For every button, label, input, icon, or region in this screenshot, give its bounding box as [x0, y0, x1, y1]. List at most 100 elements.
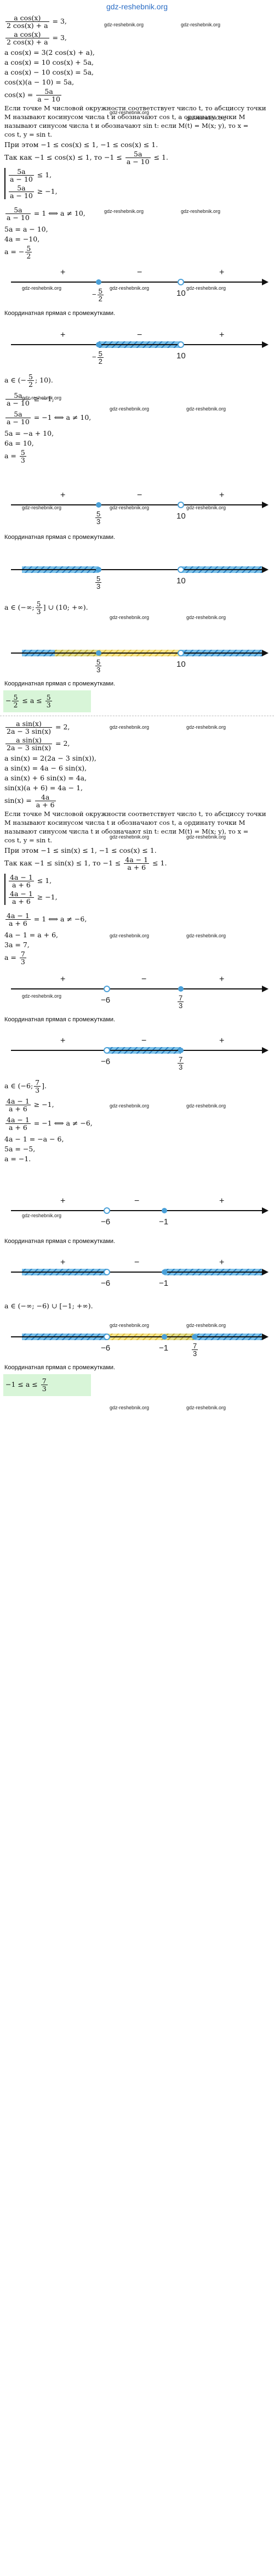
minus-sign: − [141, 975, 147, 984]
point-label: −1 [159, 1217, 169, 1227]
equation-line: 3a = 7, [4, 941, 30, 949]
watermark: gdz-reshebnik.org [186, 724, 226, 730]
minus-sign: − [137, 268, 142, 277]
number-line-svg [11, 650, 269, 656]
watermark: gdz-reshebnik.org [110, 406, 150, 412]
point-label: −6 [101, 1343, 111, 1353]
equation-line: a = −1. [4, 1155, 31, 1163]
equation-line: cos(x)(a − 10) = 5a, [4, 78, 75, 86]
number-line-svg [11, 279, 269, 285]
plus-sign: + [60, 975, 66, 984]
number-line-8: + − + −6 −1 [0, 1189, 274, 1233]
plus-sign: + [60, 1196, 66, 1206]
equation-line: 4a − 1 = a + 6, [4, 931, 58, 939]
caption: Координатная прямая с промежутками. [4, 534, 116, 541]
equation-line: a sin(x)2a − 3 sin(x) = 2, [5, 736, 70, 752]
watermark: gdz-reshebnik.org [110, 1405, 150, 1410]
watermark: gdz-reshebnik.org [22, 285, 62, 291]
equation-line: a cos(x) = 3(2 cos(x) + a), [4, 48, 95, 57]
watermark: gdz-reshebnik.org [181, 22, 221, 27]
watermark: gdz-reshebnik.org [110, 1323, 150, 1328]
plus-sign: + [219, 330, 225, 340]
minus-sign: − [141, 1036, 147, 1045]
equation-line: a cos(x)2 cos(x) + a = 3, [5, 14, 67, 30]
minus-sign: − [137, 491, 142, 500]
watermark: gdz-reshebnik.org [186, 1323, 226, 1328]
watermark: gdz-reshebnik.org [181, 209, 221, 214]
point-label: −6 [101, 1217, 111, 1227]
watermark: gdz-reshebnik.org [110, 1103, 150, 1109]
plus-sign: + [219, 1258, 225, 1267]
point-label: 10 [176, 289, 186, 298]
watermark: gdz-reshebnik.org [22, 505, 62, 510]
equation-line: 5a = −5, [4, 1145, 36, 1153]
plus-sign: + [60, 330, 66, 340]
plus-sign: + [219, 975, 225, 984]
point-label: 10 [176, 351, 186, 361]
point-label: −1 [159, 1343, 169, 1353]
watermark: gdz-reshebnik.org [22, 395, 62, 401]
minus-sign: − [134, 1196, 140, 1206]
watermark: gdz-reshebnik.org [186, 1103, 226, 1109]
watermark: gdz-reshebnik.org [110, 724, 150, 730]
number-line-svg [11, 1207, 269, 1214]
watermark: gdz-reshebnik.org [110, 110, 150, 115]
plus-sign: + [219, 268, 225, 277]
watermark: gdz-reshebnik.org [186, 1405, 226, 1410]
watermark: gdz-reshebnik.org [186, 615, 226, 620]
watermark: gdz-reshebnik.org [110, 285, 150, 291]
number-line-svg [11, 341, 269, 348]
number-line-svg [11, 1047, 269, 1054]
equation-line: a sin(x)2a − 3 sin(x) = 2, [5, 719, 70, 735]
plus-sign: + [219, 1196, 225, 1206]
equation-line: a sin(x) = 2(2a − 3 sin(x)), [4, 754, 96, 762]
answer-line: a ∈ (−∞; −6) ∪ [−1; +∞). [4, 1302, 93, 1310]
definition-text: Если точке M числовой окружности соответ… [4, 104, 266, 112]
watermark: gdz-reshebnik.org [22, 1213, 62, 1218]
watermark: gdz-reshebnik.org [104, 209, 144, 214]
minus-sign: − [137, 330, 142, 340]
caption: Координатная прямая с промежутками. [4, 1238, 116, 1245]
watermark: gdz-reshebnik.org [186, 933, 226, 938]
definition-text: называют синусом числа t и обозначают si… [4, 122, 249, 130]
caption: Координатная прямая с промежутками. [4, 1364, 116, 1371]
condition-text: При этом −1 ≤ sin(x) ≤ 1, −1 ≤ cos(x) ≤ … [4, 846, 157, 854]
definition-text: Если точке M числовой окружности соответ… [4, 810, 266, 818]
watermark: gdz-reshebnik.org [22, 993, 62, 999]
watermark: gdz-reshebnik.org [186, 115, 226, 121]
definition-text: называют синусом числа t и обозначают si… [4, 828, 249, 835]
equation-line: 5a = −a + 10, [4, 429, 54, 437]
site-title[interactable]: gdz-reshebnik.org [106, 2, 168, 11]
watermark: gdz-reshebnik.org [104, 22, 144, 27]
equation-line: a cos(x) = 10 cos(x) + 5a, [4, 58, 94, 66]
watermark: gdz-reshebnik.org [110, 505, 150, 510]
watermark: gdz-reshebnik.org [186, 505, 226, 510]
caption: Координатная прямая с промежутками. [4, 680, 116, 687]
condition-text: При этом −1 ≤ cos(x) ≤ 1, −1 ≤ cos(x) ≤ … [4, 140, 158, 149]
point-label: −1 [159, 1279, 169, 1288]
plus-sign: + [219, 1036, 225, 1045]
equation-line: 5a = a − 10, [4, 225, 48, 233]
equation-line: a sin(x) = 4a − 6 sin(x), [4, 764, 87, 772]
equation-line: a cos(x)2 cos(x) + a = 3, [5, 30, 67, 46]
definition-text: M называют косинусом числа t и обозначаю… [4, 113, 246, 121]
